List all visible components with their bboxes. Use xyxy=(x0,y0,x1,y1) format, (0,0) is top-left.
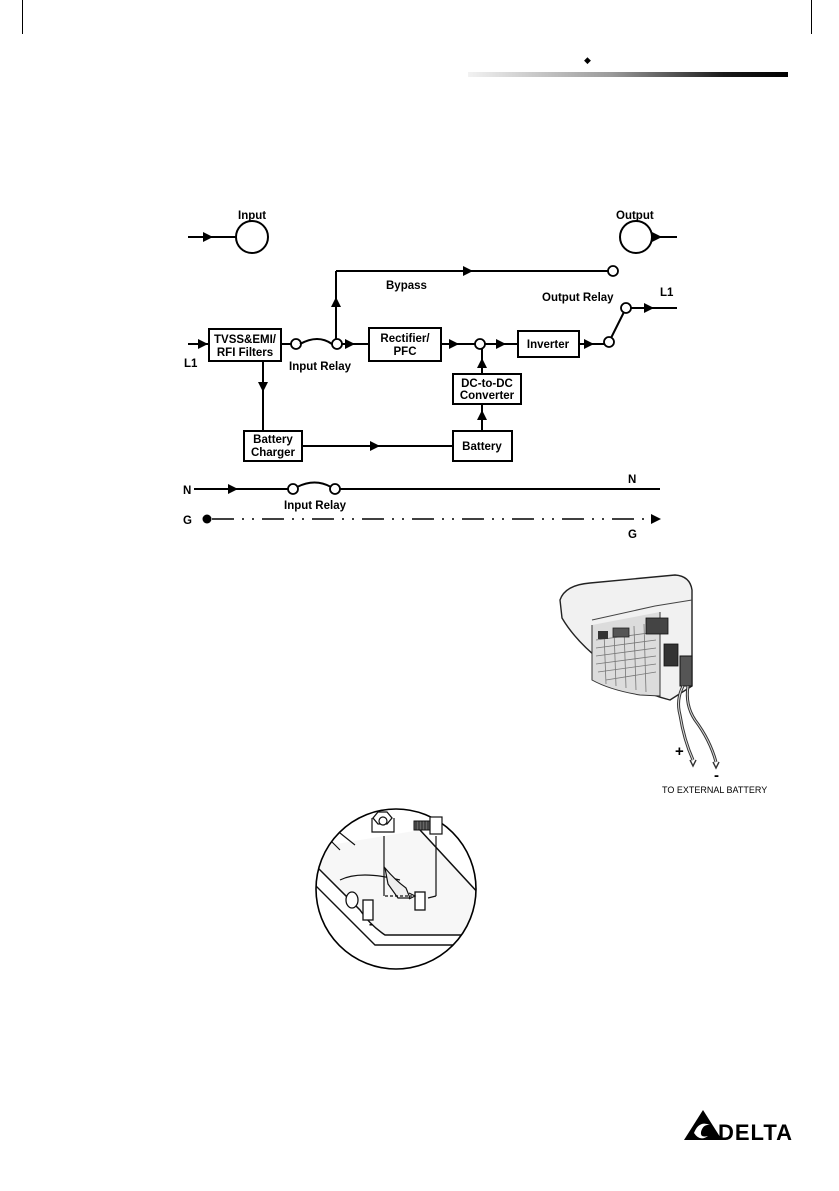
input-symbol xyxy=(188,221,268,253)
l1-input-label: L1 xyxy=(184,358,198,370)
positive-terminal-sign: + xyxy=(675,743,684,760)
filters-label-line1: TVSS&EMI/ xyxy=(214,334,277,346)
charger-label-line2: Charger xyxy=(251,447,296,459)
input-relay-label: Input Relay xyxy=(289,361,352,373)
l1-output-label: L1 xyxy=(660,287,674,299)
filters-label-line2: RFI Filters xyxy=(217,347,273,359)
rectifier-label-line1: Rectifier/ xyxy=(380,333,430,345)
neutral-line xyxy=(194,483,660,495)
output-label: Output xyxy=(616,210,654,222)
rectifier-label-line2: PFC xyxy=(394,346,417,358)
terminal-minus-sign: - xyxy=(369,917,373,931)
inverter-label: Inverter xyxy=(527,339,570,351)
charger-label-line1: Battery xyxy=(253,434,293,446)
battery-terminal-illustration xyxy=(300,809,486,969)
output-symbol xyxy=(620,221,677,253)
dcdc-label-line2: Converter xyxy=(460,390,515,402)
neutral-label-left: N xyxy=(183,485,191,497)
ground-line xyxy=(203,514,662,524)
dcdc-label-line1: DC-to-DC xyxy=(461,378,513,390)
ground-label-left: G xyxy=(183,515,192,527)
battery-label: Battery xyxy=(462,441,502,453)
neutral-label-right: N xyxy=(628,474,636,486)
bypass-label: Bypass xyxy=(386,280,427,292)
output-relay-switch xyxy=(604,303,677,347)
negative-terminal-sign: - xyxy=(714,767,719,784)
ground-label-right: G xyxy=(628,529,637,541)
delta-logo xyxy=(684,1110,722,1140)
output-relay-label: Output Relay xyxy=(542,292,614,304)
neutral-relay-label: Input Relay xyxy=(284,500,347,512)
input-label: Input xyxy=(238,210,266,222)
nut-icon xyxy=(372,812,394,832)
cable-caption: TO EXTERNAL BATTERY xyxy=(662,785,767,795)
ups-rear-panel-illustration xyxy=(560,575,719,768)
delta-logo-text: DELTA xyxy=(718,1120,793,1146)
